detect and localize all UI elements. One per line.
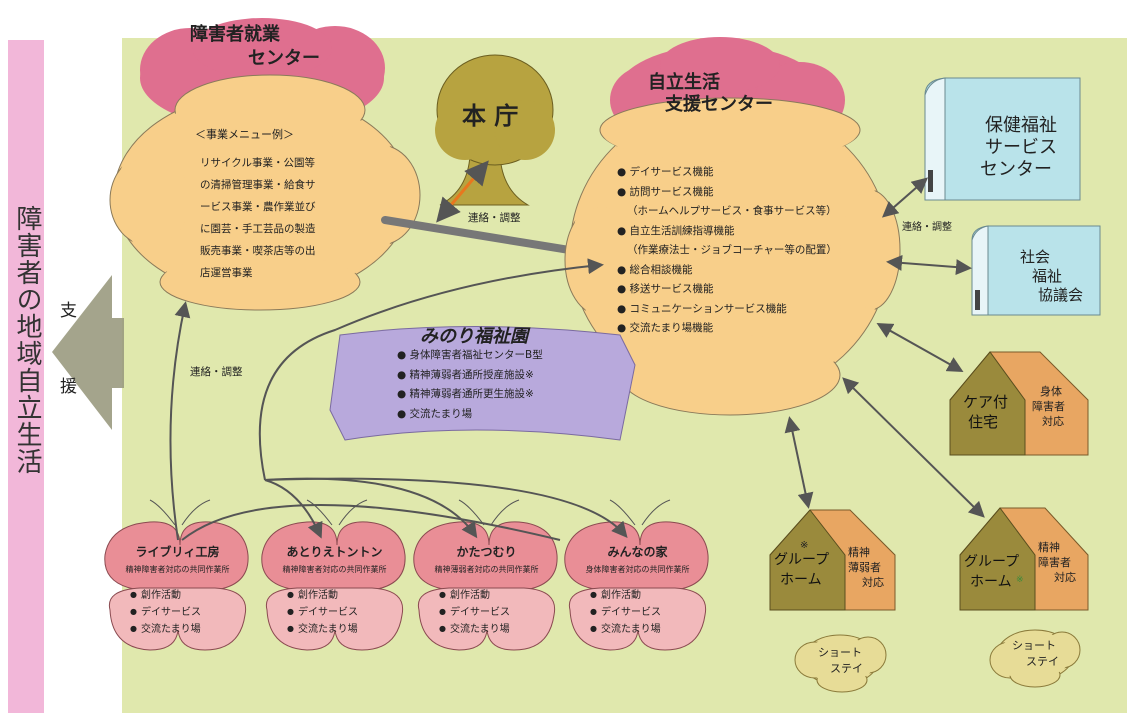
support-item: ● 自立生活訓練指導機能 <box>617 224 735 237</box>
minori-title: みのり福祉園 <box>420 326 528 347</box>
workshop-item: 創作活動 <box>590 587 705 604</box>
workshop-item: 交流たまり場 <box>439 621 554 638</box>
workshop-items: 創作活動 デイサービス 交流たまり場 <box>110 587 245 638</box>
employment-center-title-2: センター <box>248 48 320 69</box>
bullet-icon: ● <box>397 407 410 420</box>
workshop-4: みんなの家 身体障害者対応の共同作業所 創作活動 デイサービス 交流たまり場 <box>570 543 705 638</box>
workshop-item: 交流たまり場 <box>130 621 245 638</box>
support-center-title-2: 支援センター <box>665 94 773 115</box>
workshop-sub: 精神障害者対応の共同作業所 <box>282 565 387 574</box>
care-house-side: 身体 障害者 対応 <box>1032 385 1065 428</box>
group-home-1 <box>769 509 896 611</box>
workshop-3: かたつむり 精神薄弱者対応の共同作業所 創作活動 デイサービス 交流たまり場 <box>419 543 554 638</box>
menu-line: の清掃管理事業・給食サ <box>200 179 316 191</box>
workshop-sub: 精神障害者対応の共同作業所 <box>125 565 230 574</box>
workshop-name: あとりえトントン <box>286 545 383 559</box>
support-item: ● 総合相談機能 <box>617 263 693 276</box>
support-arrow-label-1: 支 <box>60 301 77 321</box>
bullet-icon: ● <box>617 283 630 295</box>
workshop-items: 創作活動 デイサービス 交流たまり場 <box>570 587 705 638</box>
workshop-2: あとりえトントン 精神障害者対応の共同作業所 創作活動 デイサービス 交流たまり… <box>267 543 402 638</box>
employment-center-title-1: 障害者就業 <box>190 24 280 45</box>
group-home-2-main: グループ ホーム <box>964 554 1020 590</box>
workshop-items: 創作活動 デイサービス 交流たまり場 <box>419 587 554 638</box>
employment-menu-header: ＜事業メニュー例＞ <box>195 128 294 141</box>
group-home-2-side: 精神 障害者 対応 <box>1038 541 1076 584</box>
minori-item: ● 精神薄弱者通所授産施設※ <box>397 368 534 381</box>
workshop-name: かたつむり <box>456 545 517 559</box>
workshop-sub: 精神薄弱者対応の共同作業所 <box>434 565 539 574</box>
support-item: ● 移送サービス機能 <box>617 283 714 295</box>
group-home-1-mark: ※ <box>800 540 809 551</box>
workshop-item: 交流たまり場 <box>287 621 402 638</box>
minori-item: ● 精神薄弱者通所更生施設※ <box>397 388 534 400</box>
support-center-title-1: 自立生活 <box>648 72 720 93</box>
bullet-icon: ● <box>397 368 410 381</box>
support-item: ● 交流たまり場機能 <box>617 322 714 334</box>
workshop-sub: 身体障害者対応の共同作業所 <box>585 565 690 574</box>
workshop-item: 交流たまり場 <box>590 621 705 638</box>
side-label: 障害者の地域自立生活 <box>12 205 42 475</box>
menu-line: ービス事業・農作業並び <box>200 201 316 213</box>
bullet-icon: ● <box>617 263 630 276</box>
bullet-icon: ● <box>617 322 630 334</box>
menu-line: 店運営事業 <box>200 267 253 279</box>
shakai-label: 社会 福祉 協議会 <box>1020 248 1084 304</box>
bullet-icon: ● <box>617 166 630 178</box>
support-arrow <box>52 275 124 430</box>
bullet-icon: ● <box>617 224 630 237</box>
minori-item: ● 交流たまり場 <box>397 407 473 420</box>
workshop-name: みんなの家 <box>607 545 668 559</box>
side-band <box>8 40 44 713</box>
menu-line: 販売事業・喫茶店等の出 <box>200 245 316 257</box>
menu-line: リサイクル事業・公園等 <box>200 157 315 169</box>
menu-line: に園芸・手工芸品の製造 <box>200 223 316 235</box>
workshop-item: 創作活動 <box>130 587 245 604</box>
support-item-note: （ホームヘルプサービス・食事サービス等） <box>627 205 837 217</box>
support-arrow-label-2: 援 <box>60 377 77 397</box>
renraku-label: 連絡・調整 <box>902 222 952 233</box>
minori-items: ● 身体障害者福祉センターB型 ● 精神薄弱者通所授産施設※ ● 精神薄弱者通所… <box>397 346 543 424</box>
bullet-icon: ● <box>397 388 410 400</box>
renraku-label: 連絡・調整 <box>190 366 243 378</box>
workshop-item: 創作活動 <box>287 587 402 604</box>
support-item: ● 訪問サービス機能 <box>617 185 714 198</box>
group-home-1-main: グループ ホーム <box>774 552 830 588</box>
workshop-item: デイサービス <box>287 604 402 621</box>
short-stay-label-2: ショート ステイ <box>1012 639 1059 668</box>
workshop-item: デイサービス <box>130 604 245 621</box>
support-item: ● コミュニケーションサービス機能 <box>617 302 787 315</box>
group-home-2-mark: ※ <box>1016 575 1024 585</box>
group-home-1-side: 精神 薄弱者 対応 <box>848 546 884 589</box>
bullet-icon: ● <box>617 302 630 315</box>
workshop-item: 創作活動 <box>439 587 554 604</box>
bullet-icon: ● <box>397 349 410 361</box>
minori-item: ● 身体障害者福祉センターB型 <box>397 349 543 361</box>
minori-banner <box>329 326 636 441</box>
care-house-main: ケア付 住宅 <box>963 393 1009 431</box>
short-stay-label-1: ショート ステイ <box>818 646 863 675</box>
support-item-note: （作業療法士・ジョブコーチャー等の配置） <box>627 244 837 256</box>
workshop-item: デイサービス <box>439 604 554 621</box>
workshop-1: ライブリィ工房 精神障害者対応の共同作業所 創作活動 デイサービス 交流たまり場 <box>110 543 245 638</box>
group-home-2 <box>959 507 1089 611</box>
workshop-item: デイサービス <box>590 604 705 621</box>
honcho-label: 本 庁 <box>462 102 519 130</box>
workshop-name: ライブリィ工房 <box>135 545 220 559</box>
shakai-building <box>971 225 1101 316</box>
bullet-icon: ● <box>617 185 630 198</box>
support-center-items: ● デイサービス機能 ● 訪問サービス機能 （ホームヘルプサービス・食事サービス… <box>617 163 837 339</box>
honcho-tree <box>435 54 555 206</box>
employment-menu-list: リサイクル事業・公園等 の清掃管理事業・給食サ ービス事業・農作業並び に園芸・… <box>200 152 316 284</box>
support-item: ● デイサービス機能 <box>617 166 714 178</box>
hoken-building <box>924 77 1081 201</box>
renraku-label: 連絡・調整 <box>468 212 521 224</box>
hoken-label: 保健福祉 サービス センター <box>980 115 1057 180</box>
workshop-items: 創作活動 デイサービス 交流たまり場 <box>267 587 402 638</box>
